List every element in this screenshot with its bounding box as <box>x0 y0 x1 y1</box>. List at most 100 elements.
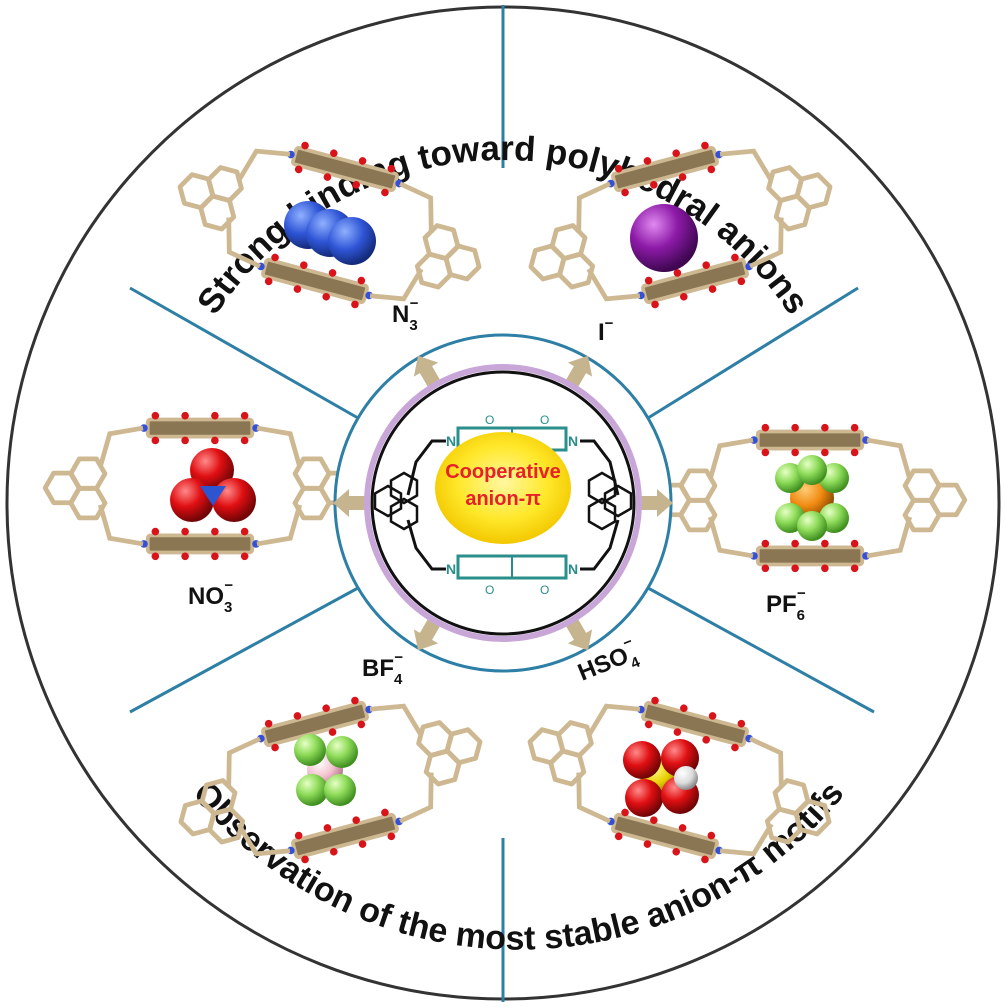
oxygen-atom <box>678 173 687 181</box>
label-bf4: BF4− <box>362 649 403 688</box>
plate-body <box>755 429 865 451</box>
label-i-base: I <box>598 319 605 346</box>
anion-n3 <box>284 201 376 265</box>
linker <box>707 437 754 480</box>
diimide-plate <box>287 808 403 864</box>
oxygen-atom <box>151 436 160 445</box>
linker <box>719 822 774 857</box>
label-pf6-sup: − <box>797 585 806 602</box>
oxygen-atom <box>673 728 682 736</box>
oxygen-atom <box>264 719 273 728</box>
oxygen-atom <box>381 188 389 197</box>
linker <box>586 703 641 738</box>
linker <box>256 504 303 547</box>
atom-n-right-bottom: N <box>568 561 578 577</box>
label-n3-sub: 3 <box>409 317 417 334</box>
oxygen-atom <box>850 423 859 432</box>
oxygen-atom <box>643 840 652 848</box>
anion-pf6 <box>775 455 849 541</box>
oxygen-atom <box>791 448 799 457</box>
oxygen-atom <box>614 164 623 173</box>
fluorine-atom <box>797 455 827 485</box>
arrow-shape <box>637 489 673 517</box>
oxygen-atom <box>323 824 332 832</box>
oxygen-atom <box>650 816 658 824</box>
oxygen-atom <box>737 277 746 286</box>
oxygen-atom <box>357 276 366 285</box>
oxygen-atom <box>761 564 770 573</box>
label-pf6-sub: 6 <box>797 607 805 624</box>
divider-line <box>129 586 359 714</box>
oxygen-atom <box>850 564 859 573</box>
label-i-sup: − <box>605 315 614 332</box>
linker <box>236 148 291 183</box>
azide-atom <box>328 217 376 265</box>
label-no3-sub: 3 <box>224 599 232 616</box>
wall-ring <box>443 243 482 282</box>
oxygen-atom <box>240 552 249 561</box>
plate-body <box>145 533 255 555</box>
oxygen-atom <box>181 436 189 445</box>
arrow <box>333 489 369 517</box>
fluorine-atom <box>296 774 328 806</box>
oxygen-atom <box>614 832 623 841</box>
label-no3: NO3− <box>188 577 233 616</box>
oxygen-atom <box>181 411 189 420</box>
wall-ring <box>793 798 832 837</box>
fluorine-atom <box>294 734 326 766</box>
oxygen-atom <box>181 527 189 536</box>
atom-o-2: O <box>540 413 549 427</box>
oxygen-atom <box>680 704 688 713</box>
oxygen-atom <box>650 181 658 189</box>
oxygen-atom <box>708 712 717 720</box>
fluorine-atom <box>326 736 358 768</box>
linker <box>586 267 641 302</box>
label-bf4-sup: − <box>394 649 403 666</box>
oxygen-atom <box>673 269 682 277</box>
linker <box>97 504 144 547</box>
oxygen-atom <box>301 855 309 864</box>
label-pf6-base: PF <box>766 591 797 618</box>
plate-body <box>755 545 865 567</box>
wall-ring <box>794 172 833 211</box>
wall-ring <box>528 243 567 282</box>
oxygen-atom <box>702 261 710 269</box>
oxygen-atom <box>323 173 332 181</box>
label-n3-sup: − <box>410 295 419 312</box>
oxygen-atom <box>701 855 709 864</box>
oxygen-atom <box>850 539 859 548</box>
oxygen-sphere <box>623 741 661 779</box>
linker <box>369 267 424 302</box>
diimide-plate <box>607 808 723 864</box>
divider-line <box>647 586 875 714</box>
linker <box>576 772 611 824</box>
oxygen-atom <box>791 423 799 432</box>
naphthalene-ring <box>373 484 403 518</box>
linker <box>97 425 144 468</box>
divider-line <box>129 286 359 420</box>
center-label-line2: anion-π <box>465 488 540 510</box>
oxygen-atom <box>672 847 680 856</box>
wall-ring <box>178 798 217 837</box>
oxygen-atom <box>821 539 829 548</box>
cage-no3 <box>42 411 358 561</box>
oxygen-atom <box>651 696 659 705</box>
oxygen-atom <box>701 141 709 150</box>
diimide-plate <box>750 539 870 573</box>
oxygen-sphere <box>170 478 214 522</box>
linker <box>369 703 424 738</box>
oxygen-atom <box>821 448 829 457</box>
arrow-shape <box>333 489 369 517</box>
linker <box>226 217 261 269</box>
oxygen-atom <box>644 276 653 285</box>
arrow <box>637 489 673 517</box>
linker <box>707 516 754 559</box>
oxygen-atom <box>211 436 219 445</box>
linker <box>399 772 434 824</box>
anion-hso4 <box>623 739 699 817</box>
oxygen-atom <box>240 436 249 445</box>
atom-o-3: O <box>485 583 494 597</box>
oxygen-atom <box>651 300 659 309</box>
sector-dividers <box>129 5 875 1002</box>
